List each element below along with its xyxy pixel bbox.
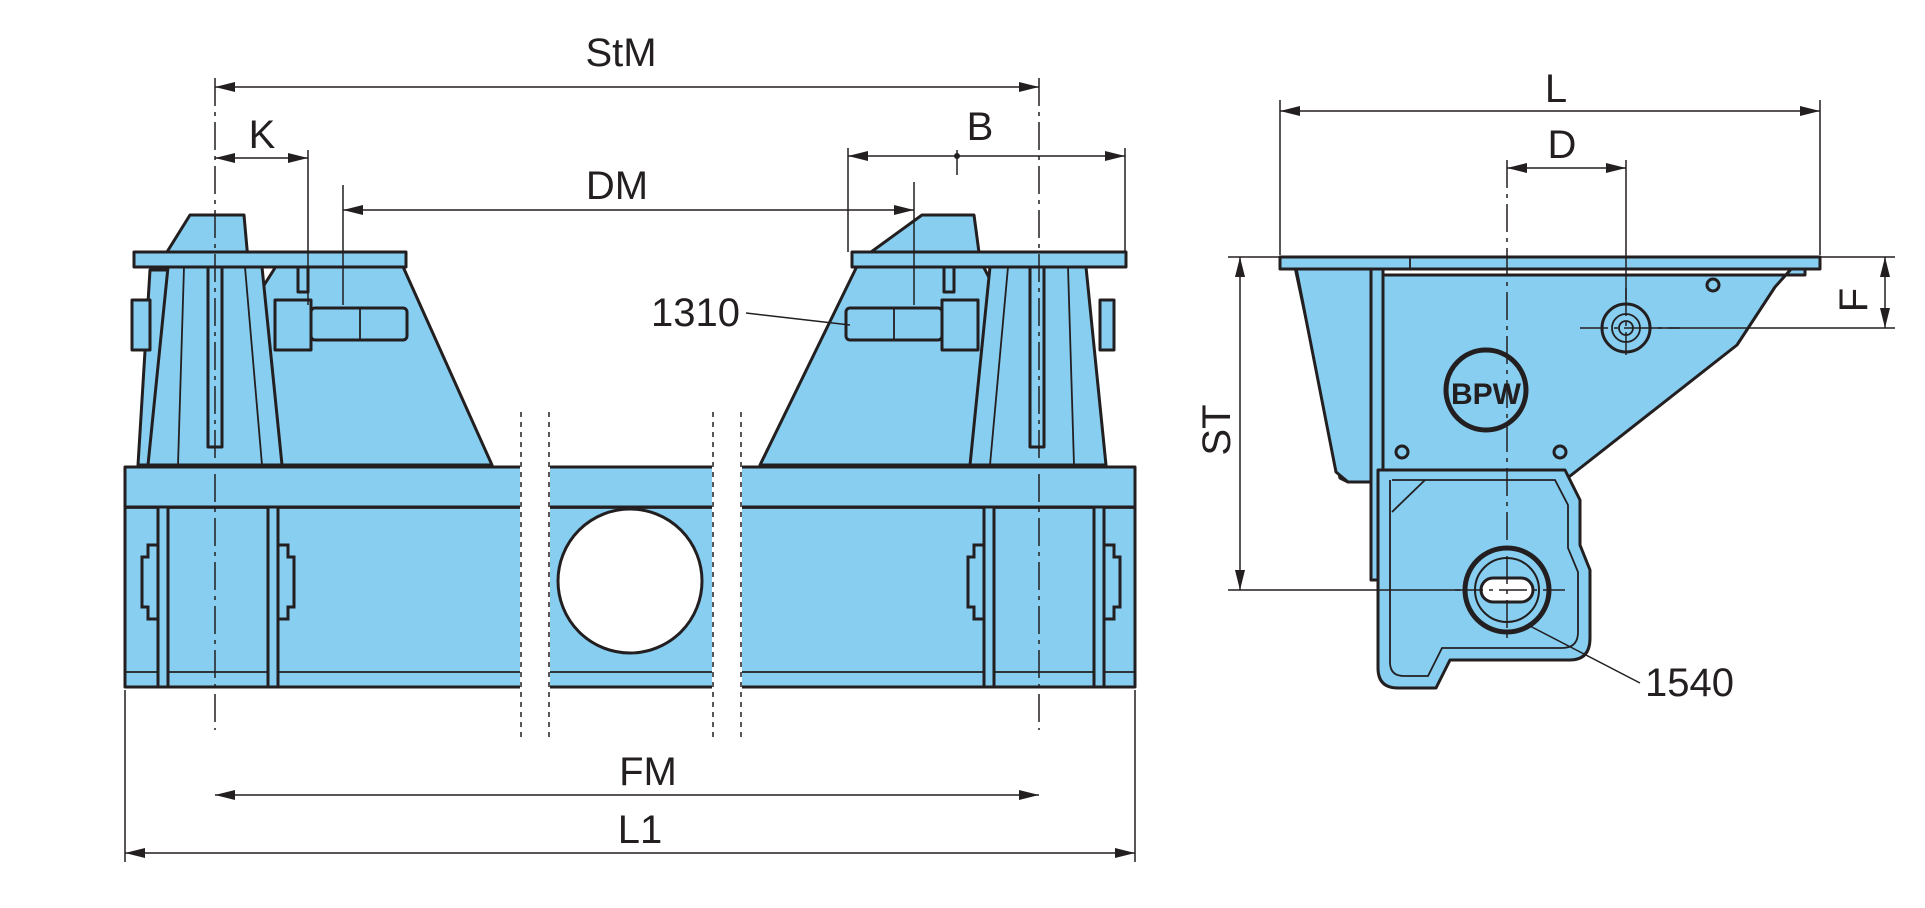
dim-f-label: F — [1832, 288, 1876, 312]
dim-b-label: B — [967, 105, 994, 149]
logo-text: BPW — [1451, 378, 1522, 411]
dim-k-label: K — [249, 113, 276, 157]
dim-dm-label: DM — [586, 164, 648, 208]
side-view: BPW L D ST F 1540 — [1195, 67, 1895, 705]
right-bracket — [758, 213, 1128, 467]
part-1540-label: 1540 — [1645, 661, 1734, 705]
dim-stm-label: StM — [585, 31, 656, 75]
side-top-plate — [1278, 255, 1822, 271]
front-view: StM K B DM FM L1 1310 — [123, 31, 1137, 862]
part-1310-label: 1310 — [651, 291, 740, 335]
dim-d-label: D — [1548, 123, 1577, 167]
dim-l-label: L — [1545, 67, 1567, 111]
left-bracket — [130, 213, 494, 467]
beam-hole — [556, 507, 704, 655]
dim-st-label: ST — [1195, 404, 1239, 455]
main-beam — [123, 410, 1137, 740]
dim-l1-label: L1 — [618, 808, 663, 852]
dim-fm-label: FM — [619, 750, 677, 794]
bpw-logo: BPW — [1443, 347, 1529, 433]
